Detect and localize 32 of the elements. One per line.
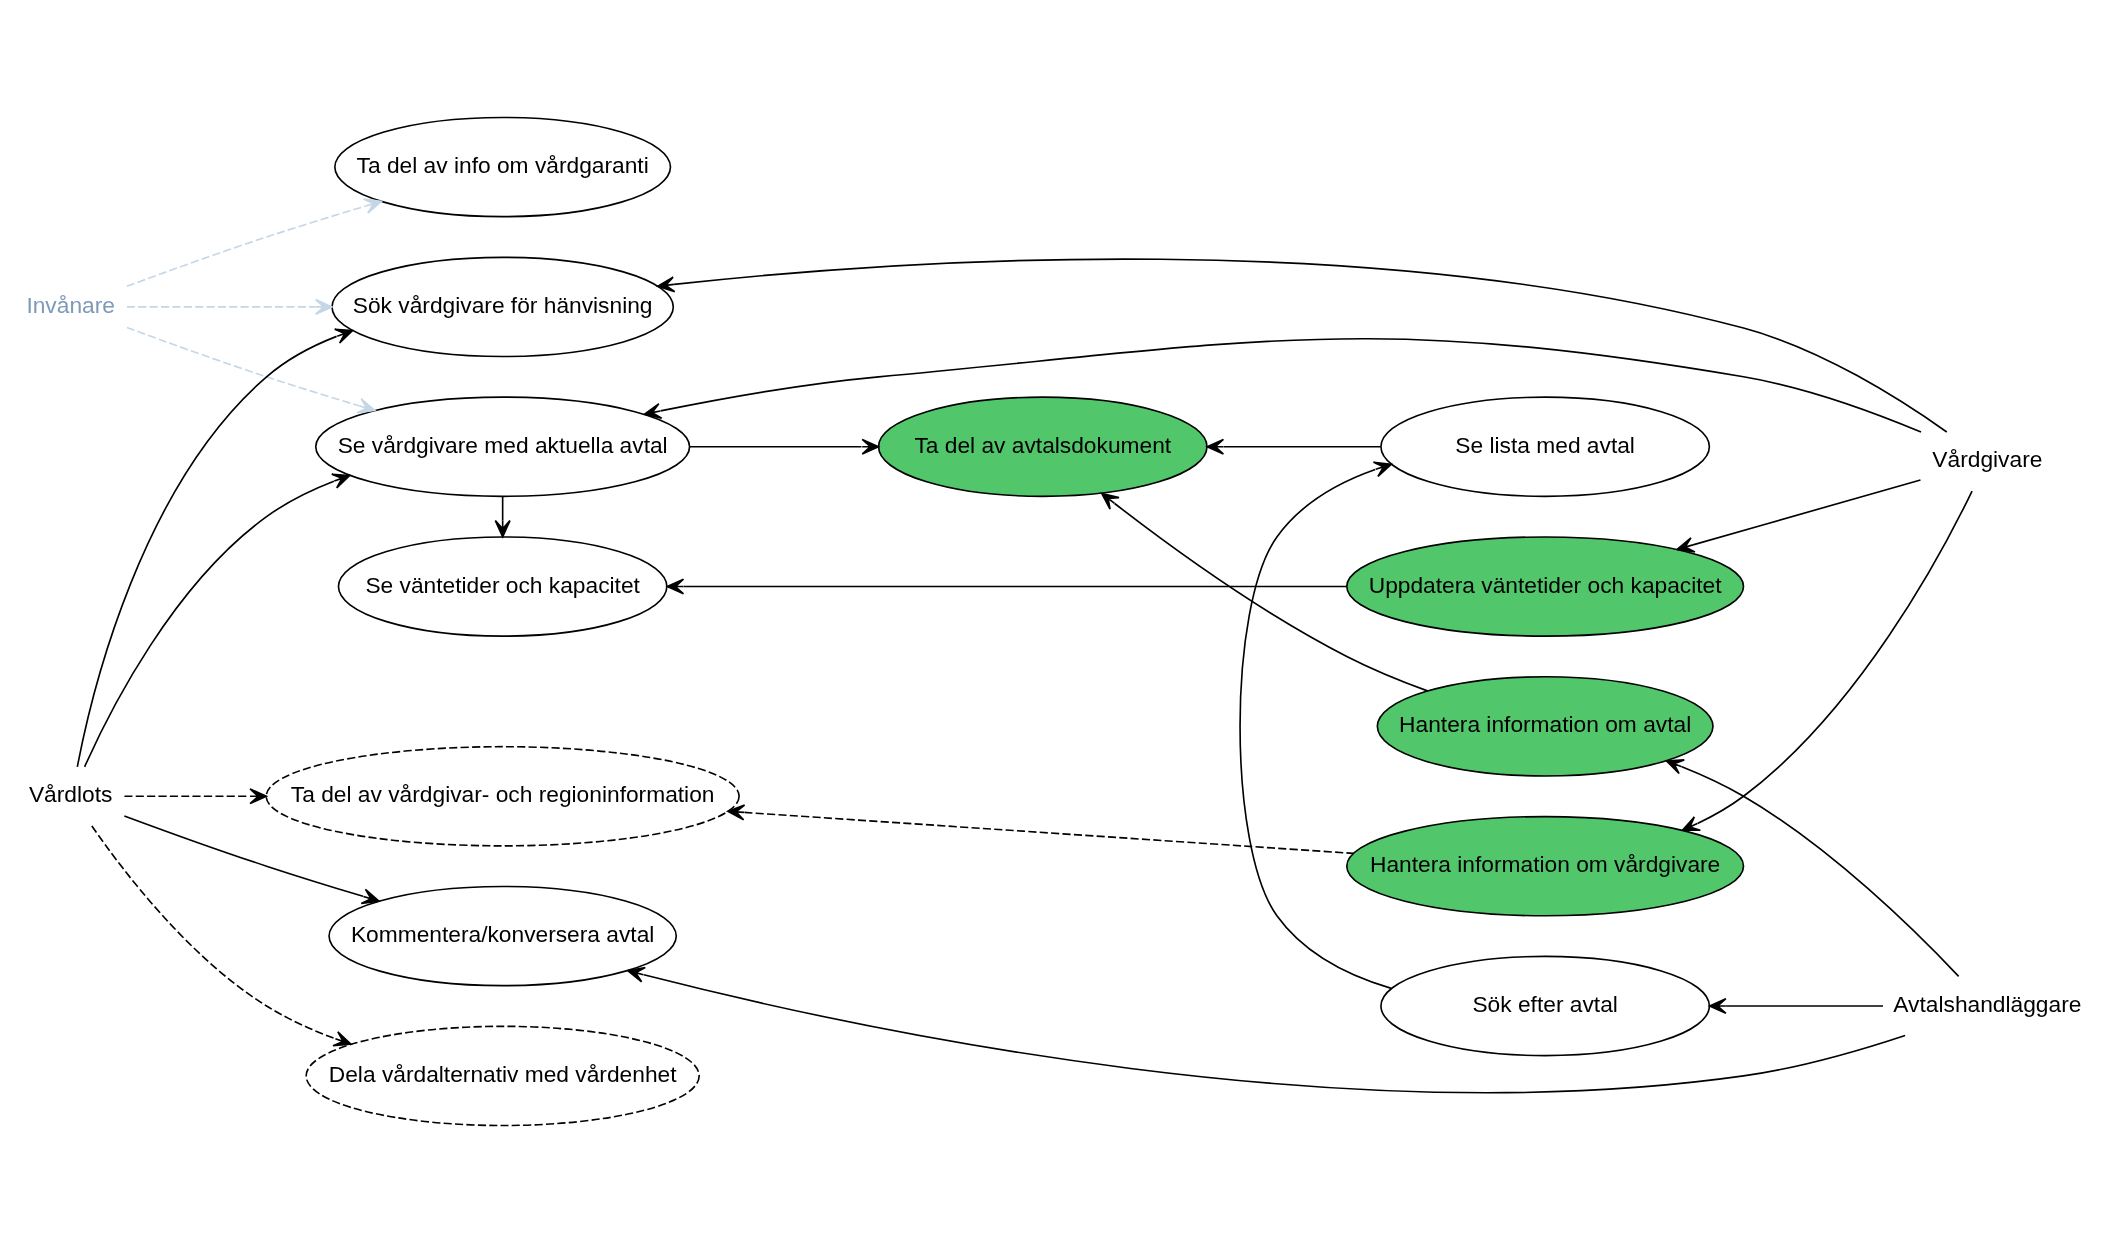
arrow (626, 966, 1906, 1093)
arrow (1665, 758, 1960, 977)
arrow (1100, 492, 1429, 692)
arrow (727, 803, 1355, 854)
arrow (1681, 489, 1973, 831)
node-ellipse: Ta del av avtalsdokument (877, 395, 1208, 497)
arrow (126, 326, 376, 414)
arrow (688, 438, 880, 455)
node-text: Vårdgivare (1932, 445, 2043, 472)
node-text: Avtalshandläggare (1893, 990, 2082, 1017)
arrow (1708, 997, 1884, 1014)
arrow (1206, 438, 1382, 455)
arrow (494, 495, 511, 538)
node-text: Vårdlots (28, 780, 113, 807)
arrow (643, 337, 1922, 433)
node-ellipse: Ta del av vårdgivar- och regioninformation (265, 745, 740, 847)
node-text: Invånare (26, 291, 115, 318)
arrow (656, 257, 1948, 433)
arrow (76, 327, 354, 768)
arrow (666, 577, 1348, 595)
arrow (83, 472, 351, 768)
node-ellipse: Dela vårdalternativ med vårdenhet (305, 1025, 700, 1126)
node-ellipse: Sök efter avtal (1380, 955, 1711, 1056)
arrow (126, 197, 383, 287)
arrow (91, 824, 352, 1046)
arrow (1676, 478, 1922, 553)
node-ellipse: Se lista med avtal (1380, 395, 1711, 497)
arrow (123, 787, 268, 804)
node-ellipse: Se väntetider och kapacitet (337, 535, 668, 637)
arrow (126, 298, 333, 315)
arrow (123, 814, 380, 904)
arrow (1239, 461, 1393, 989)
